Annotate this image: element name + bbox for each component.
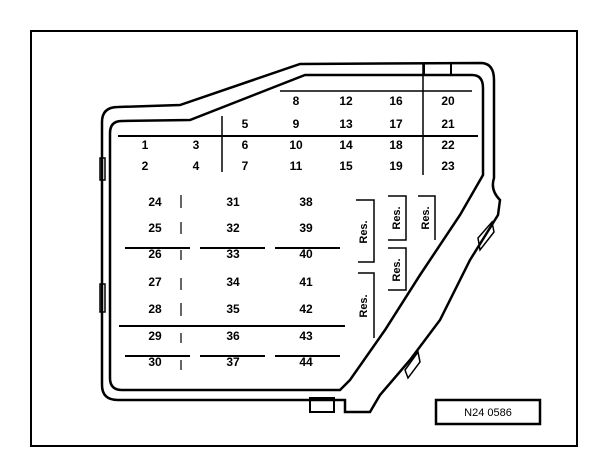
fuse-number: 25 <box>148 221 162 235</box>
outer-frame <box>30 30 578 447</box>
fuse-number: 7 <box>242 159 249 173</box>
fuse-number: 24 <box>148 195 162 209</box>
fuse-number: 31 <box>226 195 240 209</box>
fuse-number: 12 <box>339 94 353 108</box>
fuse-number: 41 <box>299 275 313 289</box>
housing-outer-outline <box>100 61 502 414</box>
fuse-number: 4 <box>193 159 200 173</box>
fuse-number: 26 <box>148 247 162 261</box>
fuse-number: 37 <box>226 355 240 369</box>
fuse-number: 34 <box>226 275 240 289</box>
side-clip <box>99 283 106 313</box>
reserve-slot-label: Res. <box>420 206 432 229</box>
fuse-number: 43 <box>299 329 313 343</box>
fuse-number: 2 <box>142 159 149 173</box>
fuse-number: 22 <box>441 138 455 152</box>
fuse-number: 15 <box>339 159 353 173</box>
fuse-number: 32 <box>226 221 240 235</box>
fuse-number: 30 <box>148 355 162 369</box>
bottom-tab <box>309 397 335 413</box>
fuse-number: 19 <box>389 159 403 173</box>
fuse-number: 28 <box>148 302 162 316</box>
fuse-number: 35 <box>226 302 240 316</box>
fuse-number: 29 <box>148 329 162 343</box>
fuse-number: 3 <box>193 138 200 152</box>
fuse-number: 10 <box>289 138 303 152</box>
fuse-number: 9 <box>293 117 300 131</box>
fuse-number: 1 <box>142 138 149 152</box>
fuse-number: 39 <box>299 221 313 235</box>
fuse-number: 8 <box>293 94 300 108</box>
reserve-slot-label: Res. <box>358 294 370 317</box>
fuse-number: 44 <box>299 355 313 369</box>
fuse-number: 27 <box>148 275 162 289</box>
fuse-number: 20 <box>441 94 455 108</box>
side-clip <box>99 157 106 181</box>
fuse-number: 23 <box>441 159 455 173</box>
fuse-number: 21 <box>441 117 455 131</box>
fuse-number: 17 <box>389 117 403 131</box>
fuse-number: 33 <box>226 247 240 261</box>
figure-label-box <box>434 398 542 426</box>
fuse-number: 18 <box>389 138 403 152</box>
fuse-number: 16 <box>389 94 403 108</box>
fuse-number: 6 <box>242 138 249 152</box>
reserve-slot-label: Res. <box>358 220 370 243</box>
fuse-number: 38 <box>299 195 313 209</box>
fuse-number: 36 <box>226 329 240 343</box>
fuse-number: 11 <box>290 159 303 173</box>
figure-label: N24 0586 <box>464 407 512 419</box>
reserve-slot-label: Res. <box>391 258 403 281</box>
fuse-number: 14 <box>339 138 353 152</box>
fuse-number: 40 <box>299 247 313 261</box>
fuse-number: 5 <box>242 117 249 131</box>
fuse-number: 42 <box>299 302 313 316</box>
housing-inner-outline <box>108 73 485 392</box>
fuse-number: 13 <box>339 117 353 131</box>
reserve-slot-label: Res. <box>391 206 403 229</box>
